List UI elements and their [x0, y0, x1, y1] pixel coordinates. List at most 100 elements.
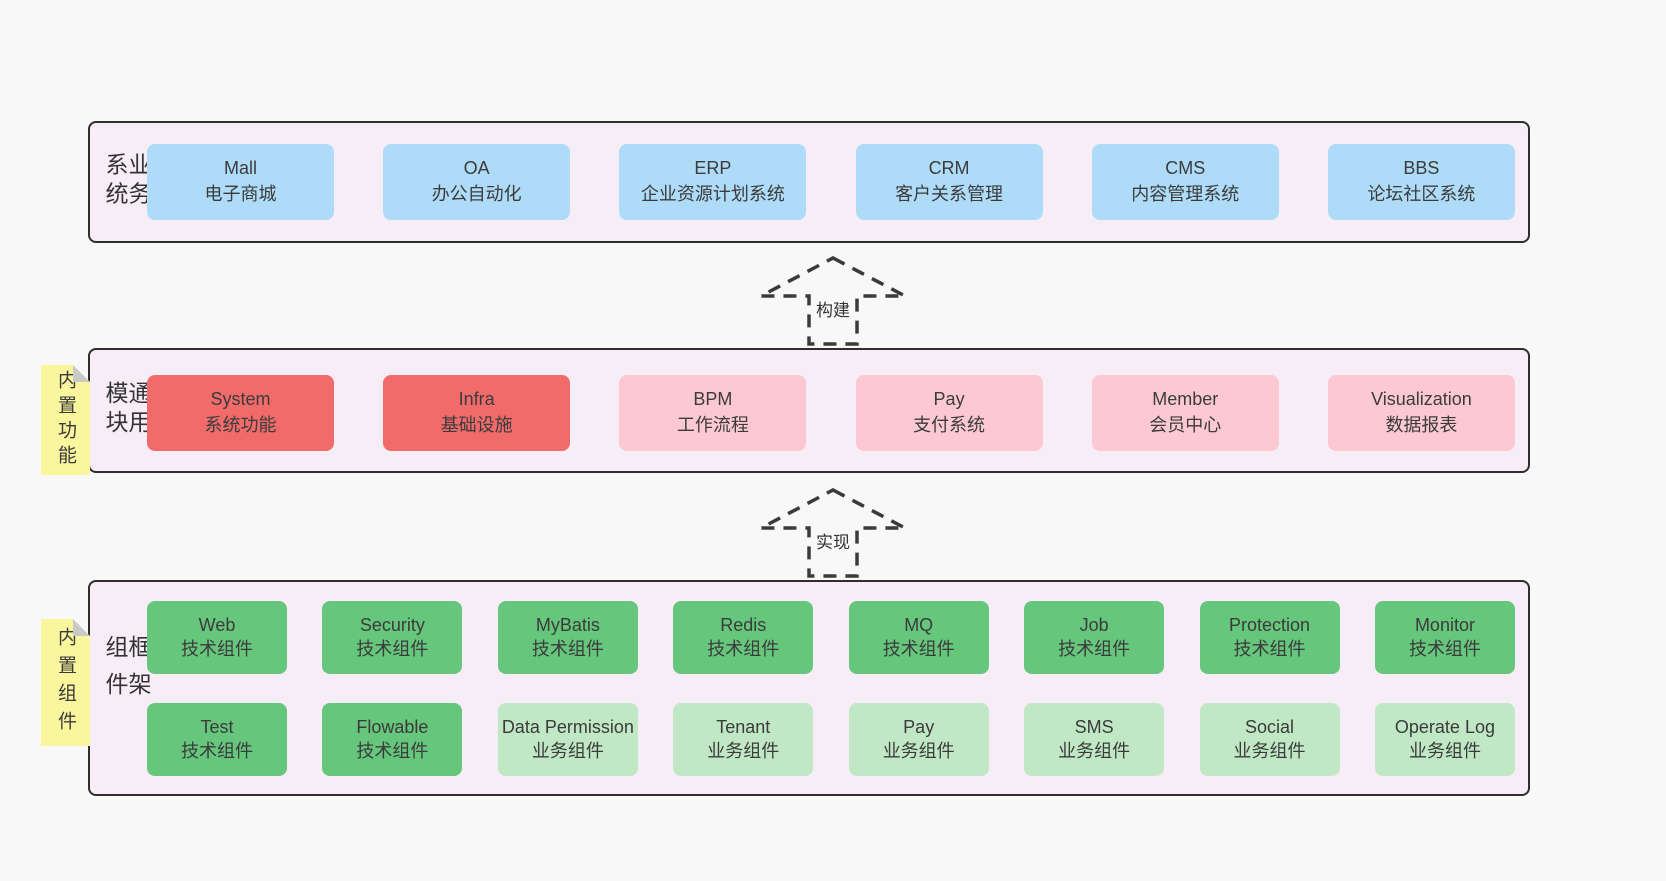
box-subtitle: 电子商城 [204, 184, 277, 204]
box-subtitle: 技术组件 [1233, 638, 1306, 659]
box-subtitle: 业务组件 [1058, 740, 1131, 761]
box-title: Mall [223, 158, 257, 179]
box-visualization: Visualization 数据报表 [1327, 375, 1515, 451]
box-member: Member 会员中心 [1091, 375, 1279, 451]
box-job: Job 技术组件 [1024, 601, 1165, 674]
modules-layer-label: 通用模块 [102, 380, 151, 439]
box-subtitle: 论坛社区系统 [1367, 184, 1476, 204]
box-subtitle: 数据报表 [1385, 415, 1458, 435]
box-mall: Mall 电子商城 [147, 144, 334, 220]
box-title: Pay [933, 389, 965, 410]
box-title: BPM [693, 389, 733, 410]
box-title: CRM [928, 158, 970, 179]
build-arrow-label: 构建 [813, 295, 853, 322]
box-title: Monitor [1414, 615, 1475, 636]
box-title: Social [1245, 717, 1295, 738]
box-subtitle: 业务组件 [1233, 740, 1306, 761]
box-title: BBS [1403, 158, 1440, 179]
box-title: Infra [458, 389, 495, 410]
components-layer-label: 框架组件 [102, 635, 151, 709]
box-web: Web 技术组件 [147, 601, 287, 674]
box-title: Web [198, 615, 236, 636]
box-title: SMS [1074, 717, 1114, 738]
box-subtitle: 客户关系管理 [895, 184, 1004, 204]
box-title: Redis [720, 615, 767, 636]
box-subtitle: 业务组件 [707, 740, 780, 761]
built-in-features-tab-label: 内置功能 [55, 370, 76, 470]
box-subtitle: 技术组件 [882, 638, 955, 659]
box-subtitle: 办公自动化 [431, 184, 522, 204]
up-arrow-icon [760, 488, 906, 578]
box-mybatis: MyBatis 技术组件 [497, 601, 638, 674]
box-title: MQ [904, 615, 934, 636]
box-oa: OA 办公自动化 [383, 144, 571, 220]
framework-components-layer: 内置组件 框架组件 Web 技术组件 Security 技术组件 MyBatis… [88, 580, 1530, 796]
box-test: Test 技术组件 [147, 703, 287, 776]
box-subtitle: 技术组件 [181, 638, 253, 659]
box-system: System 系统功能 [147, 375, 334, 451]
box-subtitle: 内容管理系统 [1131, 184, 1240, 204]
box-monitor: Monitor 技术组件 [1374, 601, 1515, 674]
box-title: Member [1152, 389, 1219, 410]
box-crm: CRM 客户关系管理 [855, 144, 1043, 220]
business-systems-layer: 业务系统 Mall 电子商城 OA 办公自动化 ERP 企业资源计划系统 CRM… [88, 121, 1530, 243]
box-title: Job [1079, 615, 1109, 636]
box-title: Protection [1229, 615, 1311, 636]
folded-corner-icon [73, 619, 90, 636]
box-subtitle: 业务组件 [1408, 740, 1481, 761]
box-subtitle: 企业资源计划系统 [640, 184, 785, 204]
box-protection: Protection 技术组件 [1199, 601, 1340, 674]
box-subtitle: 支付系统 [913, 415, 986, 435]
box-title: Pay [903, 717, 935, 738]
box-title: ERP [694, 158, 732, 179]
box-flowable: Flowable 技术组件 [322, 703, 463, 776]
box-title: Test [200, 717, 234, 738]
box-social: Social 业务组件 [1199, 703, 1340, 776]
box-subtitle: 技术组件 [356, 638, 429, 659]
box-title: System [210, 389, 271, 410]
box-subtitle: 业务组件 [531, 740, 604, 761]
box-subtitle: 技术组件 [707, 638, 780, 659]
built-in-components-tab: 内置组件 [41, 619, 90, 746]
box-subtitle: 工作流程 [676, 415, 749, 435]
up-arrow-icon [760, 256, 906, 346]
box-subtitle: 技术组件 [1408, 638, 1481, 659]
box-subtitle: 技术组件 [181, 740, 253, 761]
box-subtitle: 技术组件 [531, 638, 604, 659]
box-erp: ERP 企业资源计划系统 [619, 144, 807, 220]
modules-boxes-row: System 系统功能 Infra 基础设施 BPM 工作流程 Pay 支付系统… [147, 375, 1515, 451]
components-row-1: Web 技术组件 Security 技术组件 MyBatis 技术组件 Redi… [147, 601, 1515, 674]
box-title: Flowable [356, 717, 429, 738]
box-subtitle: 系统功能 [204, 415, 277, 435]
built-in-components-tab-label: 内置组件 [55, 626, 76, 739]
box-title: OA [463, 158, 490, 179]
box-bbs: BBS 论坛社区系统 [1327, 144, 1515, 220]
folded-corner-icon [73, 365, 90, 382]
box-infra: Infra 基础设施 [383, 375, 571, 451]
box-operate-log: Operate Log 业务组件 [1374, 703, 1515, 776]
common-modules-layer: 内置功能 通用模块 System 系统功能 Infra 基础设施 BPM 工作流… [88, 348, 1530, 473]
box-bpm: BPM 工作流程 [619, 375, 807, 451]
box-security: Security 技术组件 [322, 601, 463, 674]
built-in-features-tab: 内置功能 [41, 365, 90, 475]
build-arrow: 构建 [758, 255, 908, 347]
box-pay-component: Pay 业务组件 [848, 703, 989, 776]
business-boxes-row: Mall 电子商城 OA 办公自动化 ERP 企业资源计划系统 CRM 客户关系… [147, 144, 1515, 220]
box-title: MyBatis [535, 615, 600, 636]
box-title: CMS [1165, 158, 1206, 179]
box-title: Data Permission [501, 717, 634, 738]
box-title: Security [359, 615, 425, 636]
box-title: Visualization [1371, 389, 1472, 410]
box-tenant: Tenant 业务组件 [673, 703, 814, 776]
box-mq: MQ 技术组件 [848, 601, 989, 674]
box-subtitle: 会员中心 [1149, 415, 1222, 435]
box-title: Operate Log [1394, 717, 1495, 738]
box-sms: SMS 业务组件 [1024, 703, 1165, 776]
box-redis: Redis 技术组件 [673, 601, 814, 674]
box-subtitle: 基础设施 [440, 415, 513, 435]
box-data-permission: Data Permission 业务组件 [497, 703, 638, 776]
box-subtitle: 技术组件 [1058, 638, 1131, 659]
box-subtitle: 业务组件 [882, 740, 955, 761]
components-row-2: Test 技术组件 Flowable 技术组件 Data Permission … [147, 703, 1515, 776]
box-pay-module: Pay 支付系统 [855, 375, 1043, 451]
